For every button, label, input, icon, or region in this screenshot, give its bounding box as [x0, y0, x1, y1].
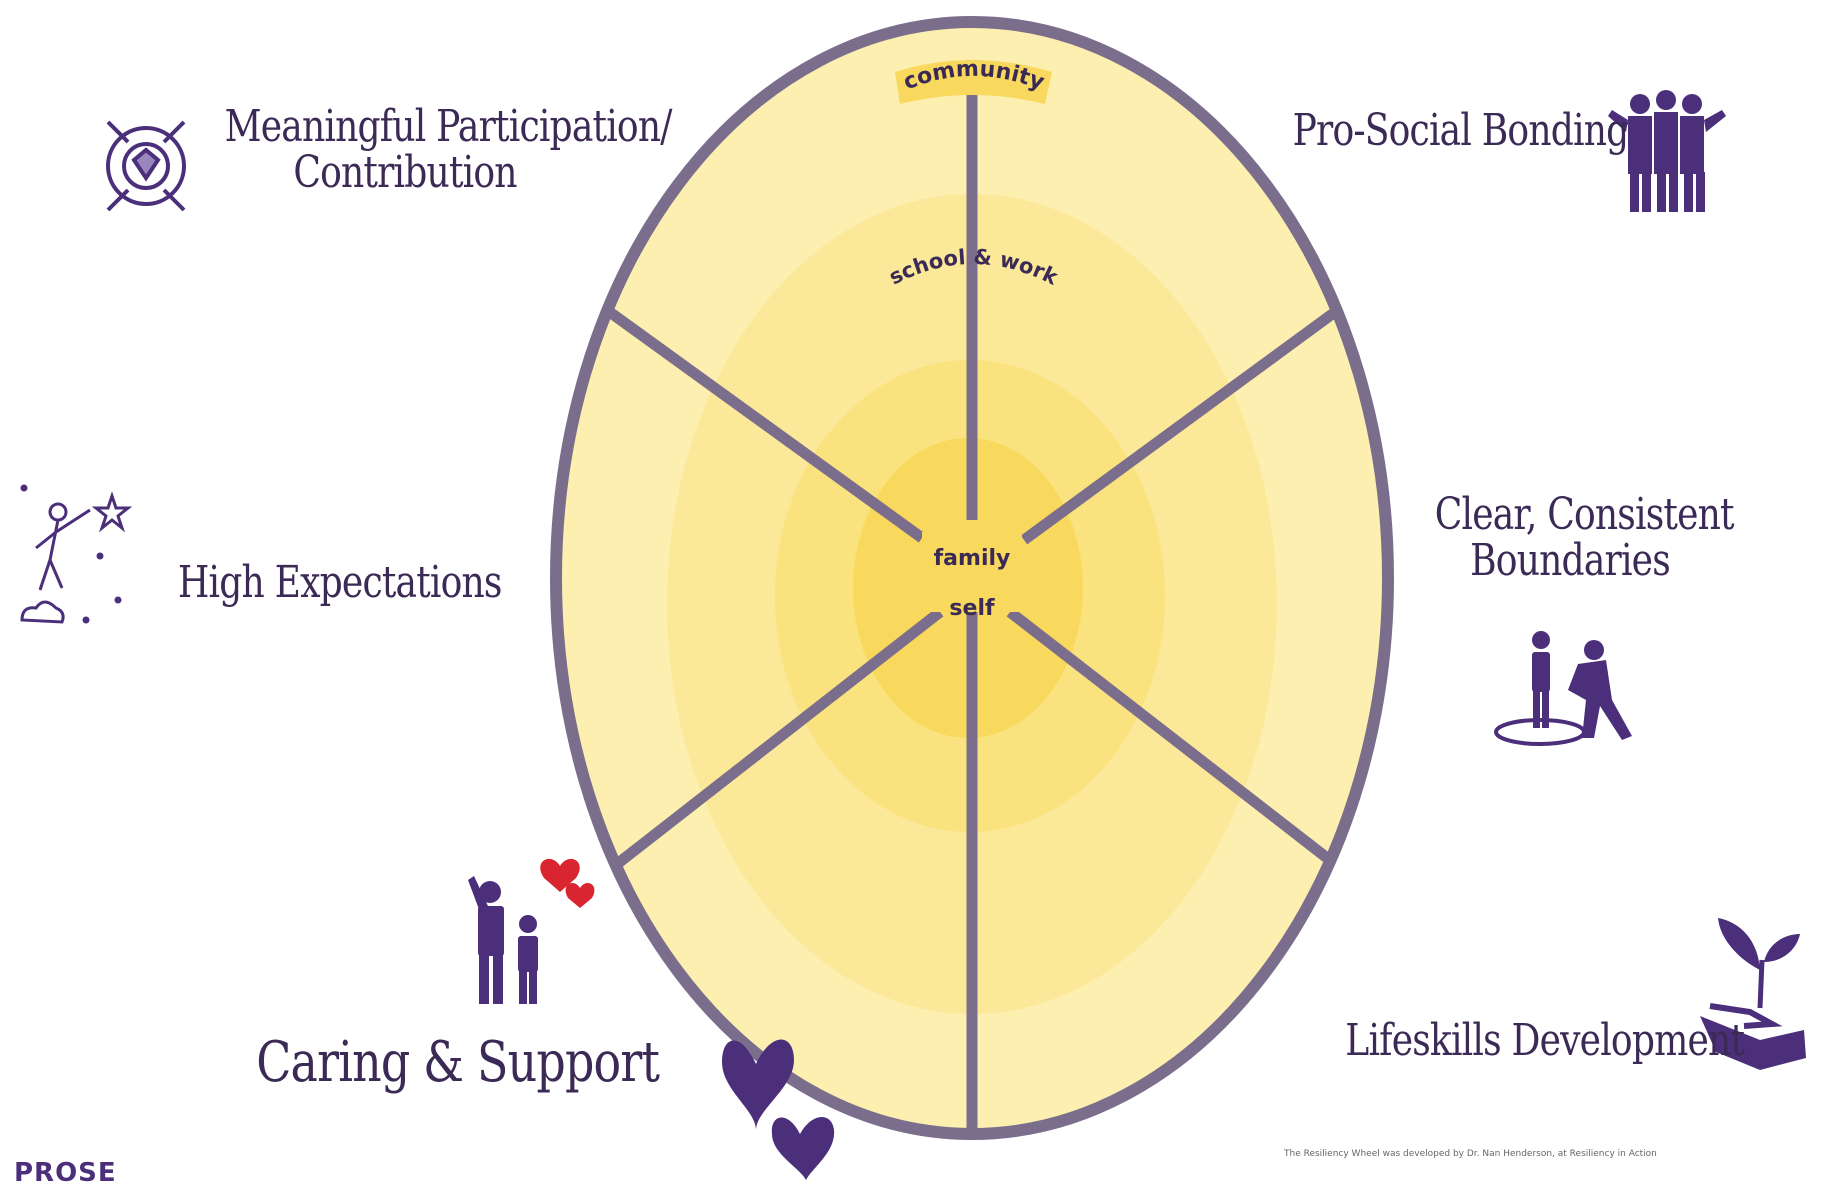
pro-social-bonding-label: Pro-Social Bonding — [1292, 105, 1630, 156]
family-hearts-icon — [468, 858, 595, 1004]
parent-child-boundary-icon — [1494, 631, 1632, 746]
lifeskills-development-label: Lifeskills Development — [1345, 1015, 1745, 1066]
spoke-lower-left — [608, 607, 944, 873]
wheel-rim — [550, 16, 1394, 1140]
hands-circle-icon — [106, 120, 186, 212]
clear-boundaries-label: Clear, Consistent Boundaries — [1434, 489, 1735, 587]
spoke-upper-left — [596, 300, 926, 543]
attribution-footnote: The Resiliency Wheel was developed by Dr… — [1284, 1149, 1657, 1159]
family-label: family — [934, 546, 1011, 571]
spoke-lower-right — [1006, 607, 1344, 873]
brand-logo: PROSE — [14, 1158, 117, 1188]
purple-hearts-icon — [722, 1039, 835, 1180]
spoke-upper-right — [1020, 307, 1339, 545]
high-expectations-label: High Expectations — [177, 557, 503, 608]
community-tab — [895, 60, 1052, 104]
group-hug-icon — [1608, 90, 1726, 212]
caring-support-label: Caring & Support — [256, 1030, 660, 1095]
hand-sprout-icon — [1700, 918, 1806, 1070]
meaningful-participation-label: Meaningful Participation/ Contribution — [224, 101, 673, 199]
reach-for-stars-icon — [20, 484, 133, 624]
self-label: self — [949, 596, 995, 621]
